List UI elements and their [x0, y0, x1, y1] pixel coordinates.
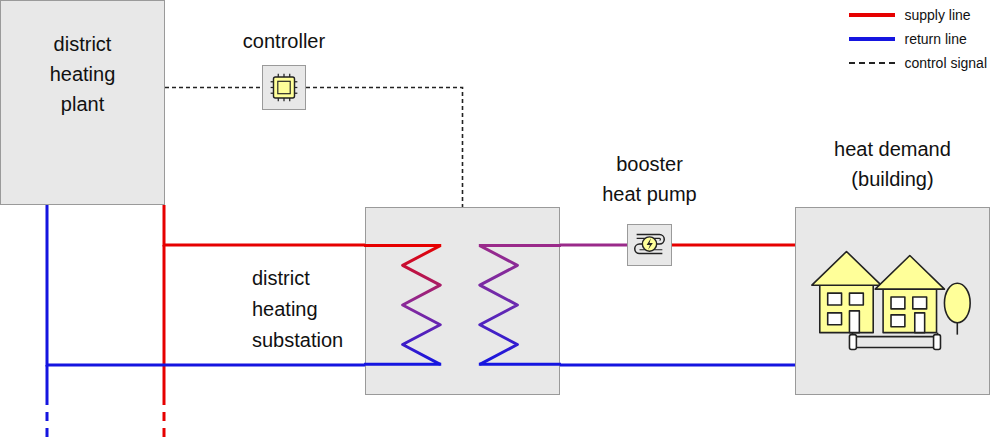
component-label: controller	[243, 26, 325, 56]
control-signal-line	[306, 88, 463, 208]
supply-pipe-continuation	[163, 412, 166, 437]
supply-pipe	[164, 205, 365, 245]
legend-text: supply line	[905, 6, 988, 24]
heat-exchanger-coils	[366, 208, 559, 394]
heat-pump-icon	[628, 225, 671, 265]
control-signal-line	[165, 87, 262, 89]
legend: supply line return line control signal	[849, 6, 988, 72]
heat-pump-box: booster heat pump	[627, 224, 672, 266]
component-box: district heating plant	[0, 0, 165, 205]
building-icon	[796, 208, 989, 394]
chip-icon	[263, 66, 305, 109]
legend-swatch	[849, 13, 895, 17]
return-pipe-continuation	[46, 412, 49, 437]
return-pipe	[46, 365, 49, 405]
return-pipe	[47, 205, 365, 365]
supply-pipe	[163, 245, 166, 405]
legend-line-sample	[849, 62, 895, 64]
component-label: booster heat pump	[595, 149, 705, 209]
legend-text: return line	[905, 30, 988, 48]
component-box: district heating substation	[365, 207, 560, 395]
component-label: district heating plant	[28, 29, 138, 119]
legend-text: control signal	[905, 54, 988, 72]
return-pipe	[560, 364, 795, 367]
component-box: heat demand (building)	[795, 207, 990, 395]
component-label: heat demand (building)	[793, 134, 993, 194]
component-label: district heating substation	[252, 263, 360, 356]
controller-box: controller	[262, 65, 306, 110]
legend-swatch	[849, 37, 895, 41]
supply-pipe	[672, 244, 795, 247]
supply-pipe	[560, 244, 627, 247]
